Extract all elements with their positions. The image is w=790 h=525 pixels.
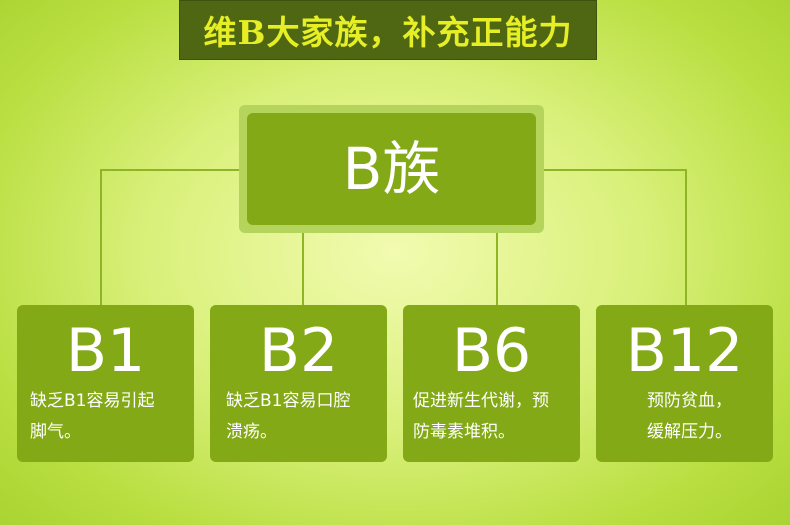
card-desc-line: 缺乏B1容易引起 — [30, 391, 155, 411]
card-b1: B1 缺乏B1容易引起 脚气。 — [17, 305, 194, 462]
banner-title: 维B大家族，补充正能力 — [203, 13, 573, 52]
card-b2: B2 缺乏B1容易口腔 溃疡。 — [210, 305, 387, 462]
card-description: 促进新生代谢，预 防毒素堆积。 — [413, 386, 563, 448]
card-b6: B6 促进新生代谢，预 防毒素堆积。 — [403, 305, 580, 462]
card-desc-line: 溃疡。 — [226, 422, 277, 442]
card-title: B6 — [451, 316, 532, 386]
card-desc-line: 预防贫血， — [647, 391, 732, 411]
card-desc-line: 缺乏B1容易口腔 — [226, 391, 351, 411]
center-node-label: B族 — [342, 135, 441, 203]
card-desc-line: 防毒素堆积。 — [413, 422, 515, 442]
card-desc-line: 脚气。 — [30, 422, 81, 442]
center-node: B族 — [247, 113, 536, 225]
connector-b1 — [100, 169, 247, 305]
card-title: B12 — [625, 316, 744, 386]
card-b12: B12 预防贫血， 缓解压力。 — [596, 305, 773, 462]
card-title: B1 — [65, 316, 146, 386]
card-description: 预防贫血， 缓解压力。 — [647, 386, 790, 448]
connector-b12 — [536, 169, 687, 305]
card-desc-line: 缓解压力。 — [647, 422, 732, 442]
card-desc-line: 促进新生代谢，预 — [413, 391, 549, 411]
card-description: 缺乏B1容易引起 脚气。 — [30, 386, 180, 448]
card-description: 缺乏B1容易口腔 溃疡。 — [226, 386, 376, 448]
card-title: B2 — [258, 316, 339, 386]
title-banner: 维B大家族，补充正能力 — [179, 0, 597, 60]
